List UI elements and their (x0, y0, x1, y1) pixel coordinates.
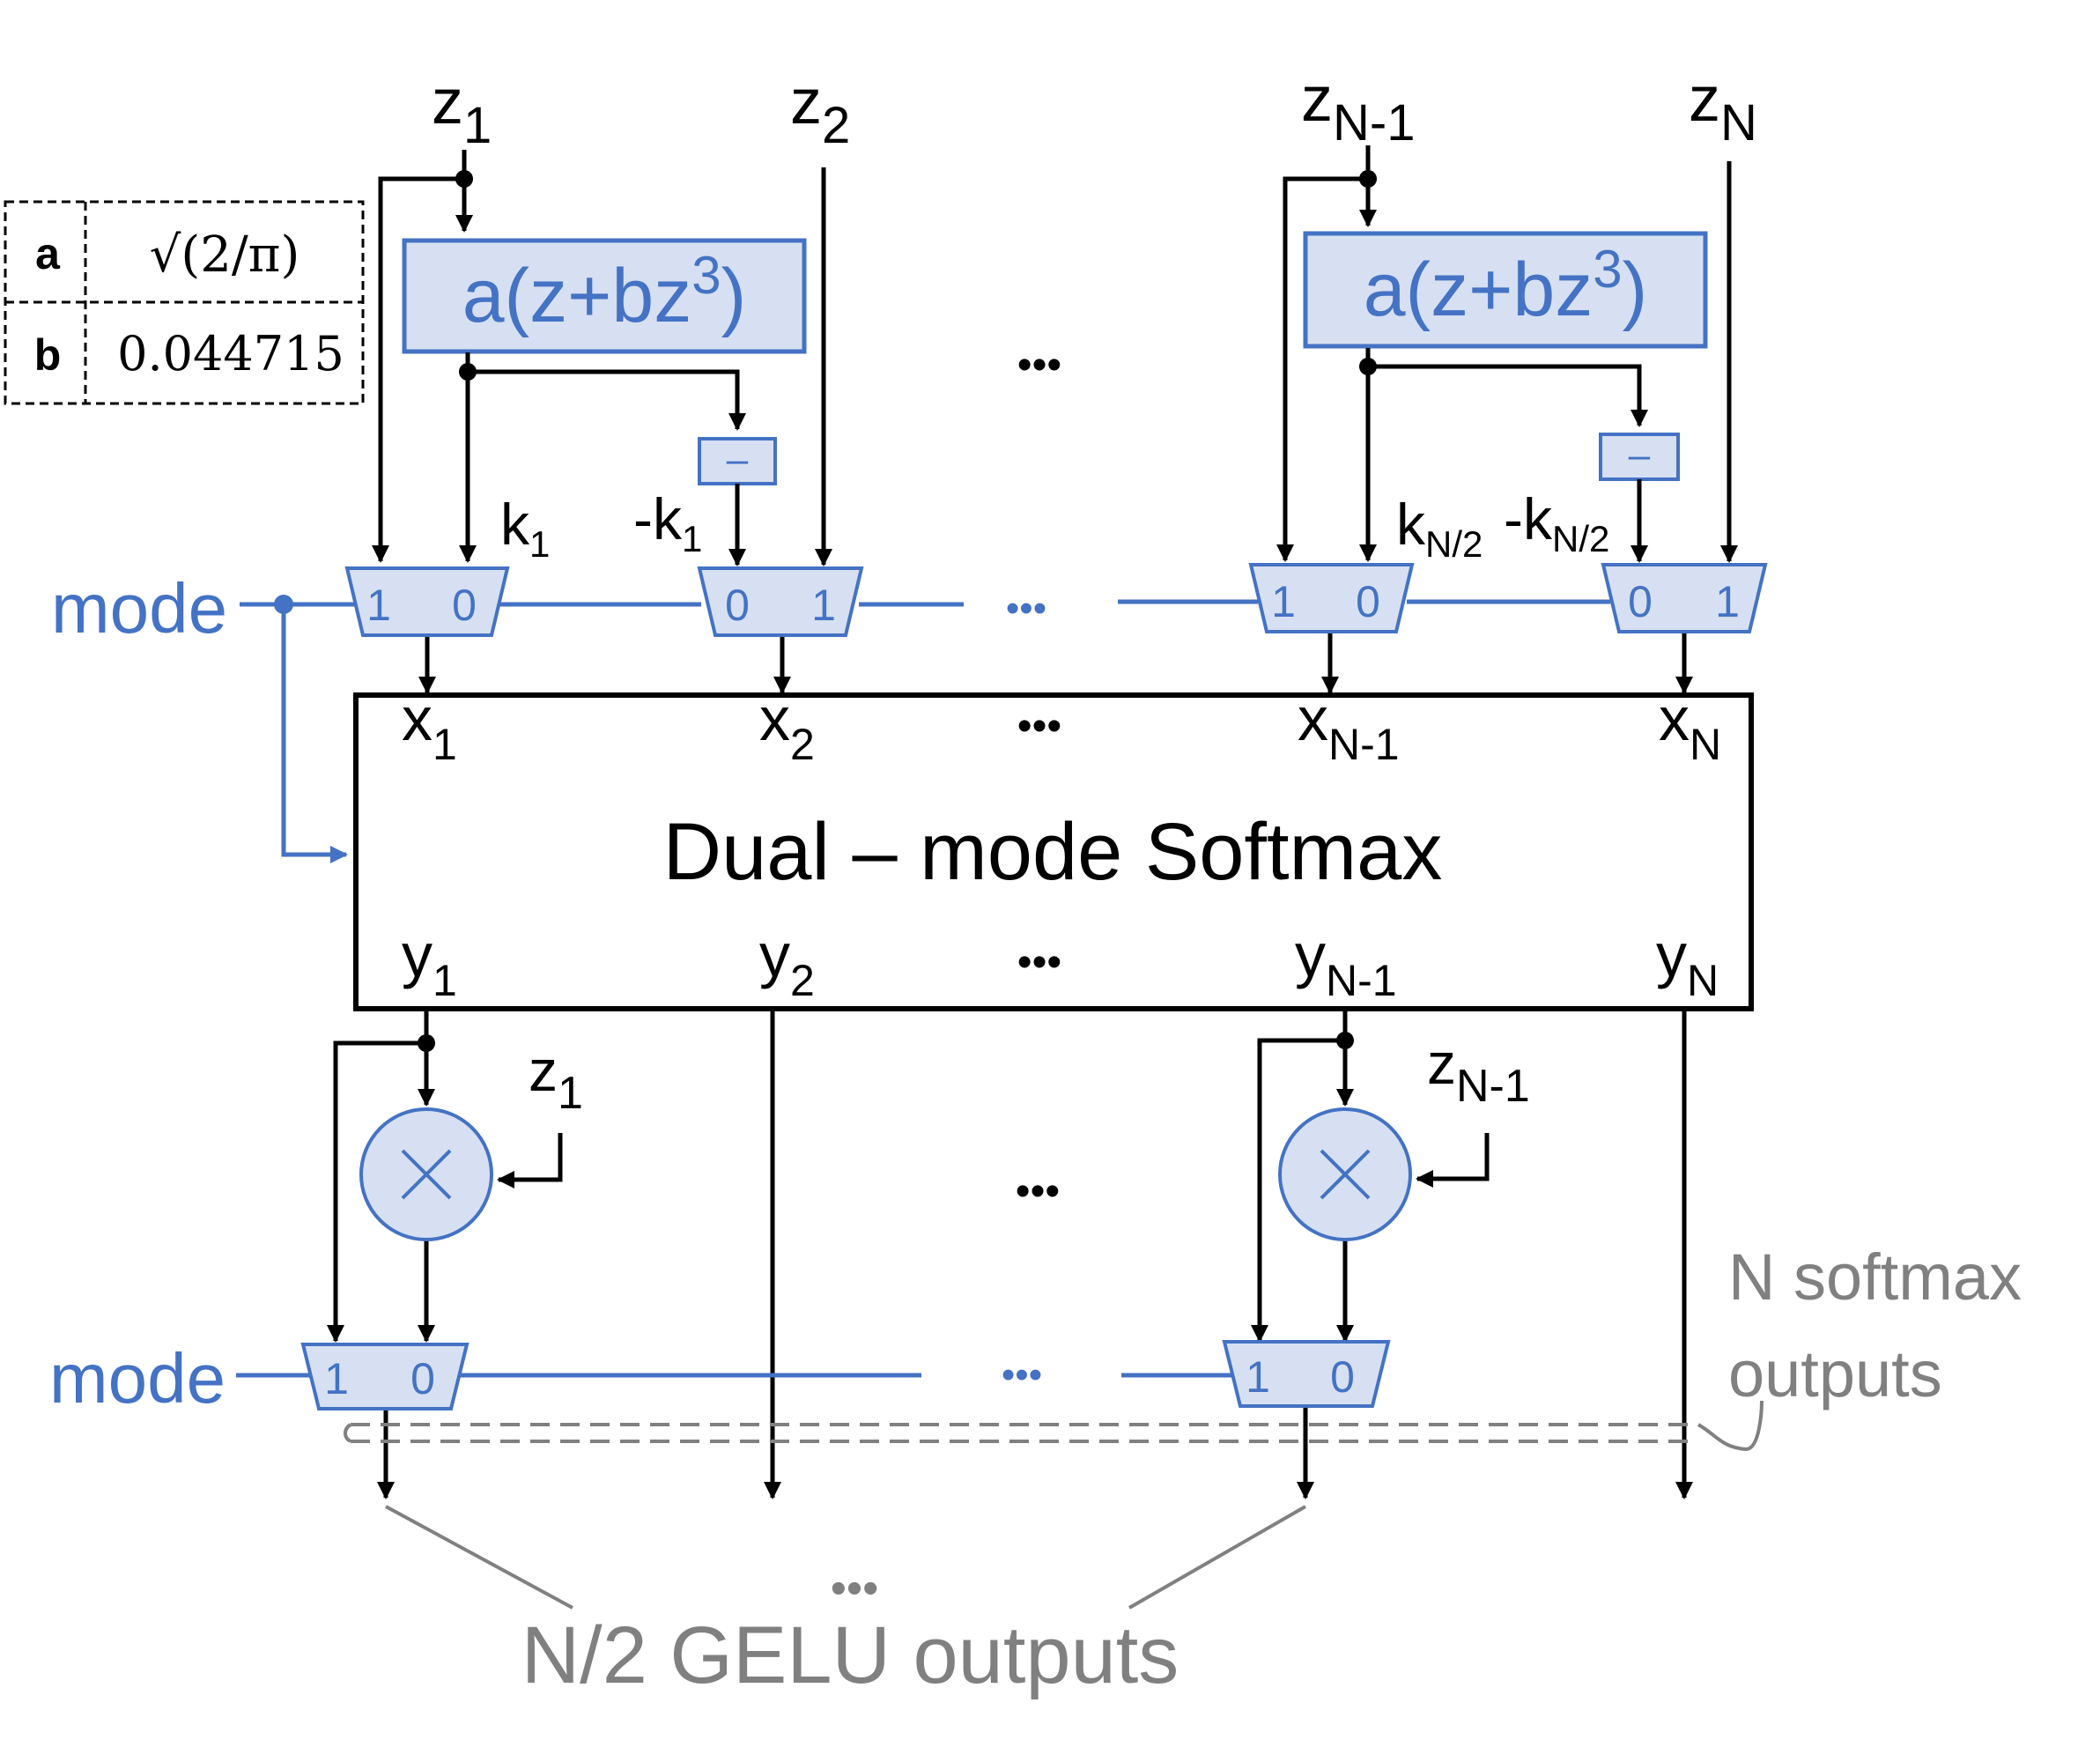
gelu-outputs-ellipsis: ••• (831, 1563, 879, 1614)
bottom-junctions (418, 1032, 1354, 1052)
k1-label: k1 (500, 492, 550, 565)
constant-a-label: a (35, 229, 61, 278)
neg-k1-label: -k1 (633, 486, 702, 559)
constants-table: a √(2/π) b 0.044715 (4, 200, 365, 405)
negate-box-1: – (698, 437, 777, 485)
input-zn-label: zN (1689, 64, 1757, 152)
softmax-x2: x2 (759, 685, 815, 769)
constant-b-label: b (34, 330, 62, 380)
mux-top-1: 1 0 (344, 566, 510, 637)
mux-bottom-1: 1 0 (300, 1343, 470, 1410)
svg-text:1: 1 (324, 1354, 349, 1403)
svg-text:1: 1 (1271, 577, 1296, 626)
poly-box-2-label: a(z+bz3) (1364, 240, 1648, 332)
softmax-yn: yN (1656, 921, 1719, 1005)
input-z1-label: z1 (432, 67, 492, 154)
mode-label-top: mode (51, 569, 227, 648)
bottom-wires (327, 1009, 1693, 1499)
svg-text:0: 0 (1356, 577, 1380, 626)
mode-ellipsis-bottom: ••• (1002, 1353, 1042, 1396)
gelu-outputs-label: N/2 GELU outputs (521, 1610, 1179, 1700)
gelu-output-lines (385, 1505, 1306, 1610)
svg-text:1: 1 (1246, 1352, 1270, 1402)
svg-text:0: 0 (1628, 577, 1653, 626)
softmax-xn: xN (1659, 685, 1721, 769)
softmax-outputs-label-line1: N softmax (1728, 1240, 2022, 1314)
poly-box-2: a(z+bz3) (1303, 231, 1708, 349)
kn2-label: kN/2 (1396, 492, 1483, 565)
svg-text:–: – (1629, 433, 1651, 477)
softmax-title: Dual – mode Softmax (663, 807, 1443, 897)
softmax-x-ellipsis: ••• (1017, 703, 1061, 750)
mode-ellipsis-top: ••• (1006, 587, 1046, 630)
softmax-x1: x1 (402, 685, 457, 769)
svg-text:–: – (727, 438, 749, 481)
mode-junction (274, 595, 293, 614)
multiplier-1-input: z1 (529, 1038, 583, 1119)
ellipsis-poly: ••• (1017, 342, 1061, 389)
mode-line-top (240, 599, 1610, 863)
svg-text:1: 1 (811, 581, 836, 630)
svg-text:0: 0 (725, 581, 750, 630)
constant-a-value: √(2/π) (150, 226, 300, 284)
softmax-xn1: xN-1 (1298, 685, 1400, 769)
input-zn1-label: zN-1 (1301, 64, 1415, 152)
negate-box-2: – (1599, 433, 1680, 481)
multiplier-2-input: zN-1 (1427, 1031, 1530, 1112)
input-z2-label: z2 (790, 67, 850, 154)
mux-top-2: 0 1 (697, 566, 864, 637)
softmax-y2: y2 (759, 921, 815, 1005)
svg-text:0: 0 (1330, 1352, 1355, 1402)
poly-box-1-label: a(z+bz3) (462, 246, 747, 338)
svg-text:1: 1 (1715, 577, 1740, 626)
softmax-output-bracket (344, 1400, 1764, 1452)
svg-text:1: 1 (366, 581, 391, 630)
ellipsis-multipliers: ••• (1016, 1168, 1060, 1215)
mode-label-bottom: mode (49, 1339, 226, 1418)
top-junctions (455, 170, 1377, 381)
svg-text:0: 0 (452, 581, 477, 630)
mux-bottom-2: 1 0 (1222, 1340, 1391, 1408)
svg-text:0: 0 (410, 1354, 435, 1403)
softmax-block: Dual – mode Softmax x1 x2 xN-1 xN ••• y1… (353, 685, 1754, 1011)
neg-kn2-label: -kN/2 (1504, 486, 1609, 559)
mux-top-3: 1 0 (1248, 563, 1415, 633)
multiplier-2 (1278, 1107, 1412, 1241)
softmax-outputs-label-line2: outputs (1728, 1337, 1942, 1410)
constant-b-value: 0.044715 (117, 326, 344, 381)
softmax-yn1: yN-1 (1295, 921, 1397, 1005)
mux-top-4: 0 1 (1601, 563, 1768, 633)
multiplier-1 (359, 1107, 493, 1241)
softmax-y1: y1 (402, 921, 457, 1005)
softmax-y-ellipsis: ••• (1017, 939, 1061, 986)
top-wires (372, 145, 1738, 694)
poly-box-1: a(z+bz3) (402, 238, 807, 354)
